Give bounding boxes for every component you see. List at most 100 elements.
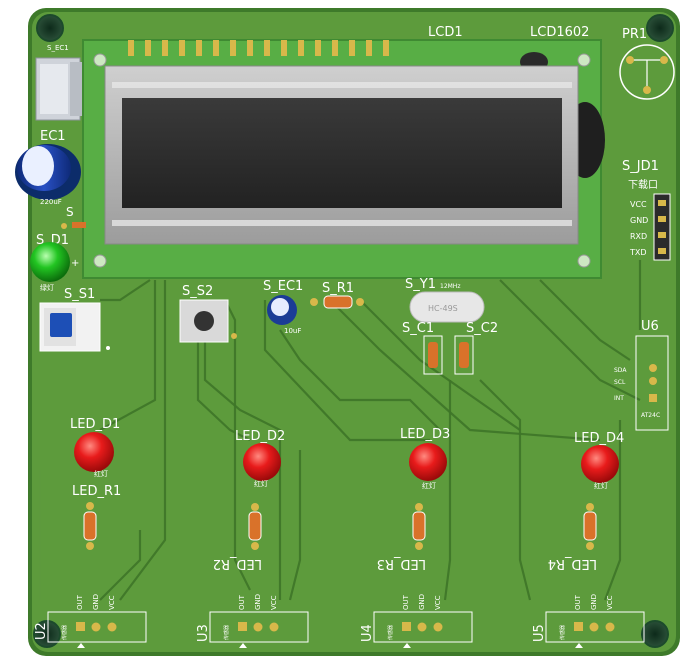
capacitor-ec1: EC1 220uF — [15, 129, 81, 206]
lcd-value-label: LCD1602 — [530, 25, 589, 40]
led-r4-label: LED_R4 — [548, 556, 597, 571]
s-s2-cap[interactable] — [194, 311, 214, 331]
crystal-s-y1: S_Y1 12MHz HC-49S — [405, 277, 485, 323]
capacitor-s-c2: S_C2 — [454, 321, 498, 375]
resistor-s-r1: S_R1 — [310, 281, 364, 309]
s-d1-note: 绿灯 — [40, 283, 54, 292]
resistor-led-r3: LED_R3 — [377, 503, 426, 571]
s-c1-label: S_C1 — [402, 321, 434, 336]
led-r1-label: LED_R1 — [72, 484, 121, 499]
u3-label: U3 — [196, 624, 211, 642]
sensor-u4: U4 传感器 OUT GND VCC — [360, 594, 473, 648]
u4-label: U4 — [360, 624, 375, 642]
s-y1-label: S_Y1 — [405, 277, 436, 292]
capacitor-s-ec1: S_EC1 10uF — [263, 279, 303, 335]
usb-label: S_EC1 — [47, 44, 69, 52]
led-d2-note: 红灯 — [254, 479, 268, 488]
lcd-glass — [122, 98, 562, 208]
s-c2-label: S_C2 — [466, 321, 498, 336]
download-port-label: 下载口 — [628, 179, 658, 191]
u5-pin-out: OUT — [574, 594, 582, 610]
s-jd1-label: S_JD1 — [622, 159, 659, 174]
u4-pin-gnd: GND — [418, 594, 426, 610]
led-d2: LED_D2 红灯 — [235, 429, 285, 488]
s-partial-label: S — [66, 205, 74, 219]
u2-label: U2 — [34, 622, 49, 640]
led-r3-label: LED_R3 — [377, 556, 426, 571]
u2-pin-vcc: VCC — [108, 595, 116, 610]
lcd-hole — [93, 53, 107, 67]
u5-note: 传感器 — [559, 625, 566, 640]
sensor-u3: U3 传感器 OUT GND VCC — [196, 594, 309, 648]
s-s2-label: S_S2 — [182, 284, 213, 299]
led-d3-label: LED_D3 — [400, 427, 450, 442]
button-s-s2[interactable]: S_S2 — [179, 284, 237, 343]
u2-pin-out: OUT — [76, 594, 84, 610]
led-r2-label: LED_R2 — [213, 556, 262, 571]
jd-pin-vcc: VCC — [630, 200, 647, 209]
jd-pin-rxd: RXD — [630, 232, 647, 241]
u3-pin-vcc: VCC — [270, 595, 278, 610]
led-d4: LED_D4 红灯 — [574, 431, 624, 490]
u6-label: U6 — [641, 319, 659, 334]
u6-pin-sda: SDA — [614, 367, 627, 374]
led-d3-note: 红灯 — [422, 481, 436, 490]
s-ec1-label: S_EC1 — [263, 279, 303, 294]
u5-pin-vcc: VCC — [606, 595, 614, 610]
s-r1-label: S_R1 — [322, 281, 354, 296]
led-d2-label: LED_D2 — [235, 429, 285, 444]
u3-note: 传感器 — [223, 625, 230, 640]
resistor-led-r1: LED_R1 — [72, 484, 121, 550]
crystal-marking: HC-49S — [428, 304, 458, 313]
led-d1-label: LED_D1 — [70, 417, 120, 432]
u5-label: U5 — [532, 624, 547, 642]
ec1-label: EC1 — [40, 129, 66, 144]
u6-pin-scl: SCL — [614, 379, 626, 386]
sensor-u5: U5 传感器 OUT GND VCC — [532, 594, 645, 648]
lcd-ref-label: LCD1 — [428, 25, 463, 40]
sensor-u2: U2 传感器 OUT GND VCC — [34, 594, 147, 648]
u6-part: AT24C — [641, 412, 660, 419]
mounting-hole-bl — [33, 620, 61, 648]
lcd-hole — [577, 53, 591, 67]
traces — [39, 260, 642, 601]
u3-pin-out: OUT — [238, 594, 246, 610]
u6-pin-int: INT — [614, 395, 624, 402]
s-ec1-value: 10uF — [284, 327, 301, 335]
jd-pin-gnd: GND — [630, 216, 648, 225]
s-s1-label: S_S1 — [64, 287, 95, 302]
jd-pin-txd: TXD — [629, 248, 647, 257]
led-d1: LED_D1 红灯 — [70, 417, 120, 478]
u2-pin-gnd: GND — [92, 594, 100, 610]
led-d1-note: 红灯 — [94, 469, 108, 478]
usb-connector: S_EC1 — [35, 44, 82, 121]
chip-u6: U6 SDA SCL INT AT24C — [614, 319, 669, 431]
led-s-d1: S_D1 + 绿灯 — [30, 233, 79, 292]
capacitor-s-c1: S_C1 — [402, 321, 443, 375]
mounting-hole-tr — [646, 14, 674, 42]
switch-s-s1[interactable]: S_S1 — [39, 287, 110, 352]
pr1-label: PR1 — [622, 27, 647, 42]
lcd-module: LCD1 LCD1602 — [82, 25, 605, 279]
led-d4-note: 红灯 — [594, 481, 608, 490]
led-d4-label: LED_D4 — [574, 431, 624, 446]
lcd-header-pins — [128, 40, 389, 56]
u5-pin-gnd: GND — [590, 594, 598, 610]
led-d3: LED_D3 红灯 — [400, 427, 450, 490]
u3-pin-gnd: GND — [254, 594, 262, 610]
s-s1-actuator[interactable] — [50, 313, 72, 337]
resistor-led-r4: LED_R4 — [548, 503, 597, 571]
u4-pin-vcc: VCC — [434, 595, 442, 610]
u4-note: 传感器 — [387, 625, 394, 640]
small-resistor — [72, 222, 86, 228]
u4-pin-out: OUT — [402, 594, 410, 610]
lcd-hole — [577, 254, 591, 268]
s-d1-plus: + — [71, 258, 79, 269]
mounting-hole-tl — [36, 14, 64, 42]
lcd-hole — [93, 254, 107, 268]
u2-note: 传感器 — [61, 625, 68, 640]
photoresistor-pr1: PR1 — [619, 27, 675, 100]
s-y1-value: 12MHz — [440, 283, 460, 290]
mounting-hole-br — [641, 620, 669, 648]
resistor-led-r2: LED_R2 — [213, 503, 262, 571]
